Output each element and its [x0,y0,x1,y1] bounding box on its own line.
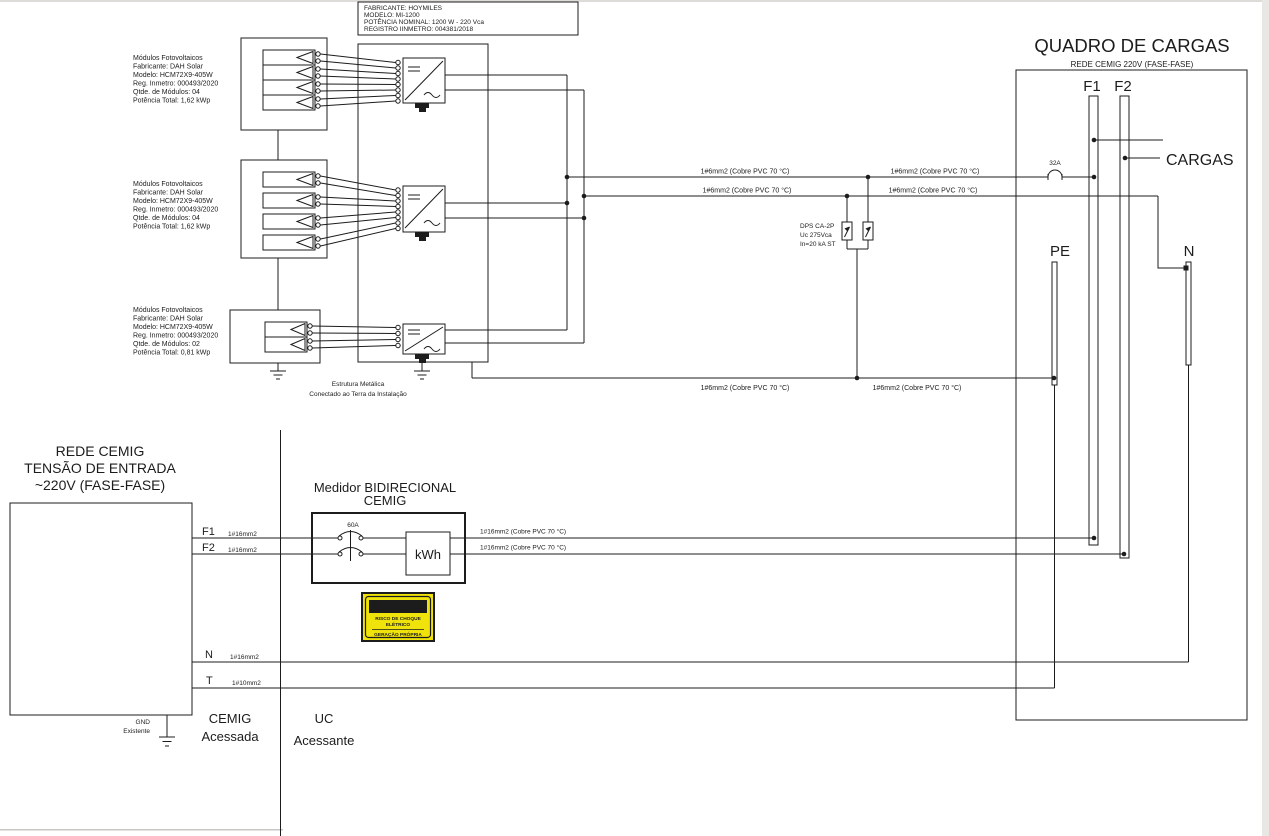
entrada-title3: ~220V (FASE-FASE) [35,477,165,493]
warning-line2: ELÉTRICO [386,620,411,628]
pv-info-line: Módulos Fotovoltaicos [133,181,203,188]
frame-ground-wiring [270,130,430,380]
bus-f2-label: F2 [1114,78,1132,95]
dps-surge-protector: DPS CA-2P Uc 275Vca In=20 kA ST [800,177,874,378]
pv-info-line: Módulos Fotovoltaicos [133,55,203,62]
load-panel-title: QUADRO DE CARGAS [1034,35,1229,56]
wire-label-16mm: 1#16mm2 (Cobre PVC 70 °C) [480,544,566,552]
pv-array-3-info: Módulos Fotovoltaicos Fabricante: DAH So… [133,307,218,357]
inverter-info-box: FABRICANTE: HOYMILES MODELO: MI-1200 POT… [357,1,579,36]
inverter-3 [395,323,446,363]
pv-info-line: Qtde. de Módulos: 02 [133,341,200,348]
n-gauge-label: 1#16mm2 [230,654,259,661]
breaker-32a-symbol [1047,169,1063,180]
warning-title: CUIDADO [376,602,420,613]
pv-info-line: Reg. Inmetro: 000493/2020 [133,81,218,88]
load-panel-subtitle: REDE CEMIG 220V (FASE-FASE) [1071,60,1194,69]
entrada-n-label: N [205,649,213,661]
junction-dots [564,137,1128,557]
load-panel: QUADRO DE CARGAS REDE CEMIG 220V (FASE-F… [1015,35,1248,721]
inverter-info-line: POTÊNCIA NOMINAL: 1200 W - 220 Vca [364,17,484,26]
pv-info-line: Potência Total: 1,62 kWp [133,98,210,105]
t-gauge-label: 1#10mm2 [232,680,261,687]
footer-labels: CEMIG Acessada UC Acessante [201,711,354,748]
pv-info-line: Módulos Fotovoltaicos [133,307,203,314]
cargas-label: CARGAS [1166,152,1234,169]
inverter-1 [395,57,446,112]
inverter-info-line: MODELO: MI-1200 [364,12,420,19]
entrada-f1-label: F1 [202,526,215,538]
breaker-60a-symbol [337,530,364,561]
entrada-t-label: T [206,675,213,687]
pv-array-1-modules [240,37,328,131]
bus-f1-label: F1 [1083,78,1101,95]
f2-gauge-label: 1#16mm2 [228,547,257,554]
pv-array-1-info: Módulos Fotovoltaicos Fabricante: DAH So… [133,55,218,105]
structure-ground-line1: Estrutura Metálica [332,381,385,388]
pv-info-line: Qtde. de Módulos: 04 [133,215,200,222]
ac-wire-labels: 1#6mm2 (Cobre PVC 70 °C) 1#6mm2 (Cobre P… [701,168,980,393]
f1-gauge-label: 1#16mm2 [228,531,257,538]
wire-label-6mm: 1#6mm2 (Cobre PVC 70 °C) [891,168,980,176]
pv-info-line: Fabricante: DAH Solar [133,316,204,323]
bus-n-label: N [1184,243,1195,260]
cemig-acessada-label2: Acessada [201,729,259,744]
wire-label-16mm: 1#16mm2 (Cobre PVC 70 °C) [480,528,566,536]
pv-info-line: Potência Total: 1,62 kWp [133,224,210,231]
structure-ground-line2: Conectado ao Terra da Instalação [309,391,407,398]
ac-wiring [445,74,1184,344]
wire-label-6mm: 1#6mm2 (Cobre PVC 70 °C) [703,187,792,195]
existing-ground-symbol [159,715,175,747]
entrada-title2: TENSÃO DE ENTRADA [24,460,176,476]
entrada-title1: REDE CEMIG [56,443,145,459]
pv-info-line: Reg. Inmetro: 000493/2020 [133,207,218,214]
dps-label-line1: DPS CA-2P [800,223,834,230]
structure-ground-label: Estrutura Metálica Conectado ao Terra da… [309,381,407,398]
uc-acessante-label1: UC [315,711,334,726]
entrada-f2-label: F2 [202,542,215,554]
pv-info-line: Fabricante: DAH Solar [133,64,204,71]
cemig-acessada-label1: CEMIG [209,711,252,726]
meter-title1: Medidor BIDIRECIONAL [314,480,456,495]
breaker-60a-label: 60A [347,522,359,529]
bus-pe-label: PE [1050,243,1070,260]
pv-info-line: Qtde. de Módulos: 04 [133,89,200,96]
pe-ground-run [471,362,1052,379]
gnd-label2: Existente [123,728,150,735]
string-wires [312,53,396,349]
pv-info-line: Reg. Inmetro: 000493/2020 [133,333,218,340]
service-entrance: REDE CEMIG TENSÃO DE ENTRADA ~220V (FASE… [9,443,1189,747]
inverter-info-line: FABRICANTE: HOYMILES [364,5,443,12]
gnd-label1: GND [136,719,151,726]
meter-title2: CEMIG [364,493,407,508]
breaker-32a-label: 32A [1049,160,1061,167]
kwh-label: kWh [415,547,441,562]
warning-line3: GERAÇÃO PRÓPRIA [374,630,422,638]
pv-array-3-modules [229,309,321,364]
meter: Medidor BIDIRECIONAL CEMIG 60A kWh 1#16m… [311,480,566,584]
dps-label-line2: Uc 275Vca [800,232,832,239]
pv-array-2-info: Módulos Fotovoltaicos Fabricante: DAH So… [133,181,218,231]
warning-line1: RISCO DE CHOQUE [375,616,421,622]
pv-info-line: Fabricante: DAH Solar [133,190,204,197]
pv-info-line: Potência Total: 0,81 kWp [133,350,210,357]
pv-info-line: Modelo: HCM72X9-405W [133,324,213,331]
pv-info-line: Modelo: HCM72X9-405W [133,72,213,79]
wire-label-6mm: 1#6mm2 (Cobre PVC 70 °C) [873,384,962,392]
pv-info-line: Modelo: HCM72X9-405W [133,198,213,205]
dps-label-line3: In=20 kA ST [800,241,836,248]
uc-acessante-label2: Acessante [294,733,355,748]
wire-label-6mm: 1#6mm2 (Cobre PVC 70 °C) [701,168,790,176]
inverter-info-line: REGISTRO IINMETRO: 004381/2018 [364,26,473,33]
warning-sign: CUIDADO RISCO DE CHOQUE ELÉTRICO GERAÇÃO… [361,592,435,642]
wire-label-6mm: 1#6mm2 (Cobre PVC 70 °C) [889,187,978,195]
wire-label-6mm: 1#6mm2 (Cobre PVC 70 °C) [701,384,790,392]
inverter-2 [395,185,446,241]
pv-array-2-modules [240,159,328,259]
